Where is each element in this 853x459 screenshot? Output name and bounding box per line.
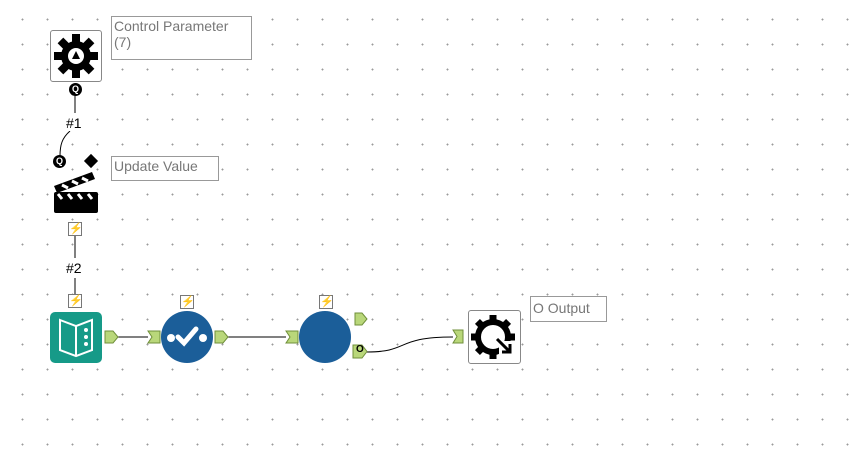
update-value-annotation: Update Value: [111, 156, 219, 181]
control-parameter-tool[interactable]: [50, 30, 102, 82]
lightning-anchor-icon[interactable]: ⚡: [68, 222, 83, 236]
input-anchor: [452, 329, 464, 344]
lightning-anchor-icon[interactable]: ⚡: [68, 294, 83, 308]
checkmark-icon: [167, 326, 207, 347]
filter-tool[interactable]: [299, 311, 351, 363]
connection-label-1: #1: [66, 115, 82, 131]
lightning-anchor-icon[interactable]: ⚡: [180, 295, 195, 309]
question-anchor[interactable]: Q: [53, 155, 66, 168]
macro-output-tool[interactable]: [468, 310, 521, 364]
output-anchor: [214, 330, 229, 344]
connection-label-2: #2: [66, 260, 82, 276]
input-anchor: [285, 330, 299, 344]
question-anchor[interactable]: Q: [69, 83, 82, 96]
input-anchor: [147, 330, 161, 344]
gear-arrow-icon: [471, 315, 517, 359]
output-anchor-o: [352, 344, 368, 359]
select-tool[interactable]: [161, 311, 213, 363]
output-annotation: O Output: [530, 296, 607, 322]
update-value-tool[interactable]: [52, 168, 100, 214]
anchor-o-label: O: [356, 344, 364, 355]
input-data-tool[interactable]: [50, 312, 102, 363]
lightning-anchor-icon[interactable]: ⚡: [319, 295, 334, 309]
clapperboard-icon: [54, 172, 98, 213]
output-anchor: [104, 330, 119, 344]
true-anchor: [354, 312, 368, 326]
gear-icon: [54, 34, 98, 78]
control-parameter-annotation: Control Parameter (7): [111, 16, 252, 60]
book-icon: [59, 318, 93, 358]
